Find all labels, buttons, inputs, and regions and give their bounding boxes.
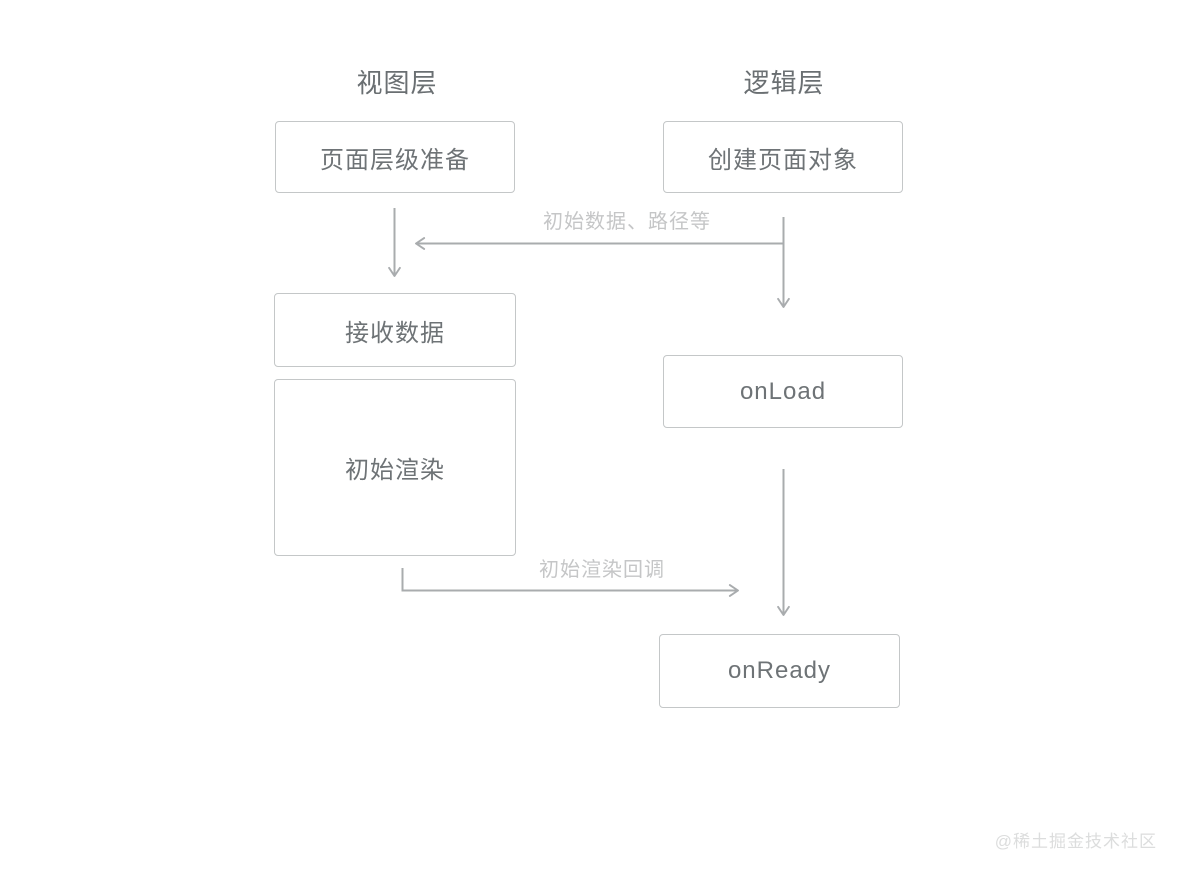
watermark-juejin-community: @稀土掘金技术社区 — [994, 832, 1157, 851]
column-header-view-layer: 视图层 — [356, 67, 438, 98]
node-onready: onReady — [659, 634, 900, 708]
edge-label-initial-render-callback: 初始渲染回调 — [539, 558, 665, 581]
node-create-page-object: 创建页面对象 — [663, 121, 903, 193]
edge-label-initial-data-path: 初始数据、路径等 — [543, 210, 711, 233]
node-receive-data: 接收数据 — [274, 293, 516, 367]
node-page-level-prepare: 页面层级准备 — [275, 121, 515, 193]
node-onload: onLoad — [663, 355, 903, 428]
node-initial-render: 初始渲染 — [274, 379, 516, 556]
column-header-logic-layer: 逻辑层 — [743, 67, 825, 98]
